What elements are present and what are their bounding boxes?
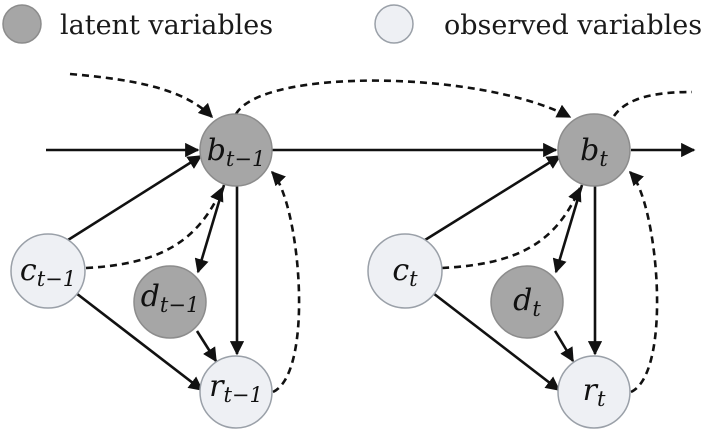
legend-latent-label: latent variables (60, 10, 273, 41)
edge-dashed-c-prev-to-b-prev (85, 186, 224, 270)
svg-text:rt: rt (583, 373, 606, 411)
edge-d-t-to-r-t (553, 330, 575, 363)
node-d-t: dt (490, 265, 564, 339)
node-b-t: bt (557, 113, 631, 187)
edge-c-t-to-r-t (428, 288, 561, 392)
edge-dashed-incoming-to-b-prev (69, 72, 214, 119)
svg-text:dt−1: dt−1 (141, 279, 200, 317)
edge-dashed-c-t-to-b-t (441, 186, 582, 270)
svg-text:dt: dt (513, 283, 541, 321)
edge-c-t-to-b-t (424, 154, 562, 242)
edge-b-prev-to-d-prev (194, 184, 226, 274)
legend-observed-swatch (374, 4, 414, 44)
edge-dashed-b-t-outgoing (612, 90, 693, 117)
edge-c-prev-to-b-prev (67, 154, 203, 242)
edge-dashed-r-t-to-b-t (629, 170, 659, 394)
edge-d-prev-to-r-prev (195, 330, 218, 363)
node-r-t: rt (557, 355, 631, 429)
legend-latent-swatch (2, 4, 42, 44)
node-c-t: ct (367, 233, 443, 309)
edge-c-prev-to-r-prev (71, 288, 204, 392)
svg-text:ct: ct (392, 253, 418, 291)
node-d-prev: dt−1 (133, 265, 207, 339)
node-r-prev: rt−1 (199, 355, 273, 429)
svg-text:ct−1: ct−1 (20, 253, 76, 291)
svg-text:bt−1: bt−1 (207, 133, 266, 171)
node-b-prev: bt−1 (199, 113, 273, 187)
svg-text:rt−1: rt−1 (209, 369, 263, 407)
svg-text:bt: bt (580, 133, 608, 171)
edges (46, 72, 696, 394)
legend: latent variables observed variables (2, 4, 702, 44)
legend-observed-label: observed variables (444, 10, 702, 41)
edge-dashed-r-prev-to-b-prev (271, 170, 301, 394)
edge-dashed-b-prev-to-b-t (234, 79, 572, 119)
node-c-prev: ct−1 (10, 233, 86, 309)
edge-b-t-to-d-t (552, 184, 584, 274)
